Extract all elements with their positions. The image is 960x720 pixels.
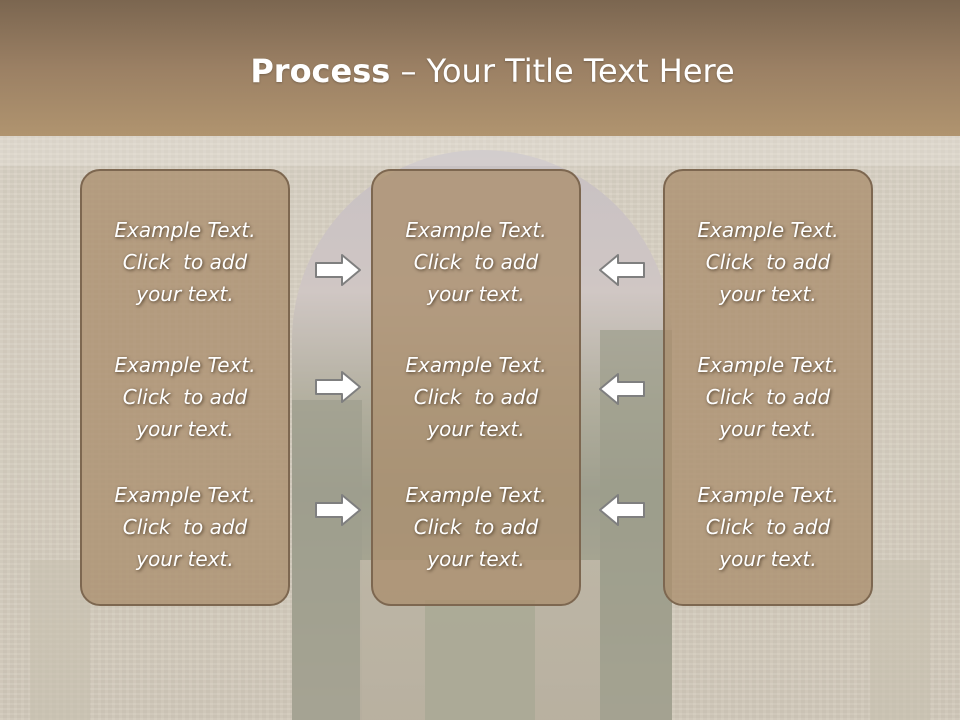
text-line: Example Text. <box>405 218 547 242</box>
text-line: your text. <box>719 282 817 306</box>
title-bar: Process – Your Title Text Here <box>0 0 960 136</box>
right-arrow-icon[interactable] <box>314 253 362 287</box>
text-line: Click to add <box>122 385 248 409</box>
hedge-left <box>292 400 362 720</box>
text-line: Example Text. <box>697 353 839 377</box>
pillar-right <box>870 560 930 720</box>
title-bold: Process <box>250 52 391 90</box>
text-line: Example Text. <box>114 483 256 507</box>
text-line: Example Text. <box>405 353 547 377</box>
garden-lawn <box>425 600 535 720</box>
text-line: Click to add <box>705 385 831 409</box>
text-line: Click to add <box>413 385 539 409</box>
text-line: Click to add <box>122 250 248 274</box>
text-line: Example Text. <box>114 218 256 242</box>
text-block[interactable]: Example Text. Click to add your text. <box>373 349 579 445</box>
left-arrow-icon[interactable] <box>598 372 646 406</box>
process-box-right[interactable]: Example Text. Click to add your text. Ex… <box>663 169 873 606</box>
text-block[interactable]: Example Text. Click to add your text. <box>82 479 288 575</box>
text-block[interactable]: Example Text. Click to add your text. <box>82 349 288 445</box>
text-line: your text. <box>136 282 234 306</box>
left-arrow-icon[interactable] <box>598 493 646 527</box>
text-line: Click to add <box>413 515 539 539</box>
text-block[interactable]: Example Text. Click to add your text. <box>665 479 871 575</box>
text-line: Example Text. <box>697 218 839 242</box>
text-block[interactable]: Example Text. Click to add your text. <box>373 479 579 575</box>
text-line: your text. <box>719 547 817 571</box>
text-line: your text. <box>427 417 525 441</box>
text-line: your text. <box>719 417 817 441</box>
left-arrow-icon[interactable] <box>598 253 646 287</box>
text-line: your text. <box>136 417 234 441</box>
process-box-center[interactable]: Example Text. Click to add your text. Ex… <box>371 169 581 606</box>
text-line: Click to add <box>705 515 831 539</box>
text-line: Click to add <box>413 250 539 274</box>
right-arrow-icon[interactable] <box>314 370 362 404</box>
text-block[interactable]: Example Text. Click to add your text. <box>665 214 871 310</box>
wall-ledge <box>0 136 960 166</box>
text-line: Click to add <box>122 515 248 539</box>
text-line: Example Text. <box>405 483 547 507</box>
slide-title[interactable]: Process – Your Title Text Here <box>0 52 960 90</box>
text-block[interactable]: Example Text. Click to add your text. <box>665 349 871 445</box>
text-line: your text. <box>136 547 234 571</box>
process-box-left[interactable]: Example Text. Click to add your text. Ex… <box>80 169 290 606</box>
text-block[interactable]: Example Text. Click to add your text. <box>373 214 579 310</box>
title-rest: – Your Title Text Here <box>390 52 735 90</box>
text-line: Example Text. <box>114 353 256 377</box>
text-line: your text. <box>427 547 525 571</box>
text-line: Example Text. <box>697 483 839 507</box>
right-arrow-icon[interactable] <box>314 493 362 527</box>
text-line: your text. <box>427 282 525 306</box>
text-line: Click to add <box>705 250 831 274</box>
text-block[interactable]: Example Text. Click to add your text. <box>82 214 288 310</box>
